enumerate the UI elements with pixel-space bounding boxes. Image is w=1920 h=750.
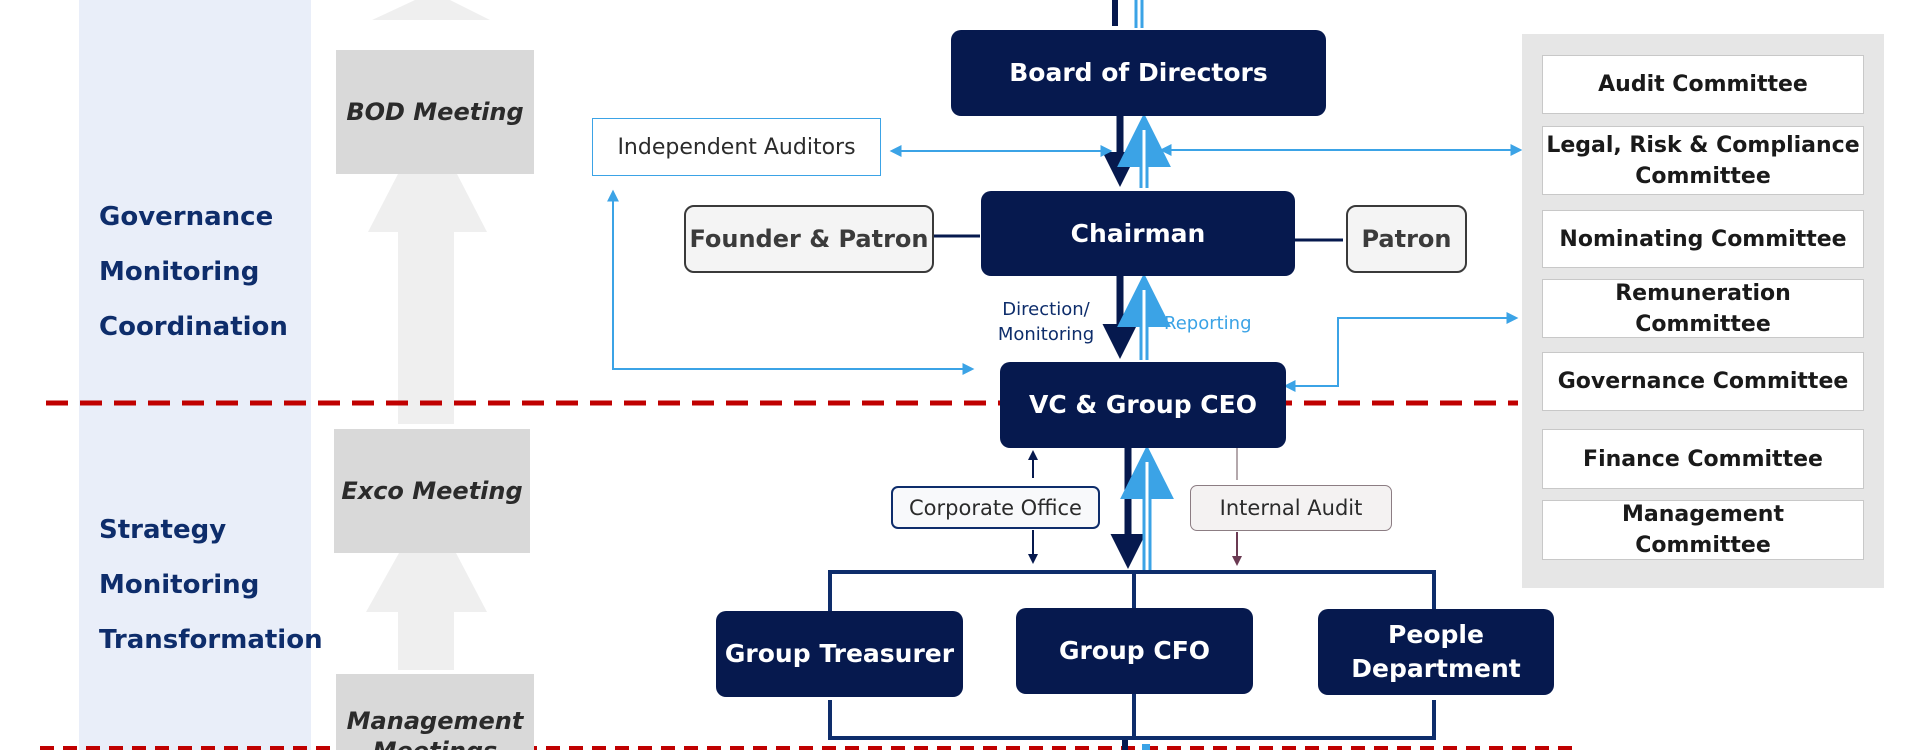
section-label-strategy: Strategy Monitoring Transformation xyxy=(99,515,323,655)
patron-node: Patron xyxy=(1346,205,1467,273)
founder-patron-node: Founder & Patron xyxy=(684,205,934,273)
board-of-directors-node: Board of Directors xyxy=(951,30,1326,116)
direction-monitoring-label: Direction/ Monitoring xyxy=(997,299,1095,345)
bod-meeting-box: BOD Meeting xyxy=(336,50,534,174)
people-department-node: People Department xyxy=(1318,609,1554,695)
reporting-label: Reporting xyxy=(1164,313,1252,334)
flow-arrow-exco xyxy=(366,553,487,670)
group-cfo-node: Group CFO xyxy=(1016,608,1253,694)
independent-auditors-node: Independent Auditors xyxy=(592,118,881,176)
flow-arrow-bod xyxy=(368,172,487,424)
committee-audit: Audit Committee xyxy=(1542,55,1864,114)
main-trunk xyxy=(1102,0,1174,750)
meeting-flow-arrows xyxy=(366,0,490,670)
corporate-office-node: Corporate Office xyxy=(891,486,1100,529)
group-treasurer-node: Group Treasurer xyxy=(716,611,963,697)
left-section-band xyxy=(79,0,311,750)
vc-group-ceo-node: VC & Group CEO xyxy=(1000,362,1286,448)
committee-remuneration: Remuneration Committee xyxy=(1542,279,1864,338)
committee-management: Management Committee xyxy=(1542,500,1864,560)
exco-meeting-box: Exco Meeting xyxy=(334,429,530,553)
committee-legal-risk-compliance: Legal, Risk & Compliance Committee xyxy=(1542,126,1864,195)
internal-audit-node: Internal Audit xyxy=(1190,485,1392,531)
committee-governance: Governance Committee xyxy=(1542,352,1864,411)
section-label-governance: Governance Monitoring Coordination xyxy=(99,202,288,342)
committee-finance: Finance Committee xyxy=(1542,429,1864,489)
committee-nominating: Nominating Committee xyxy=(1542,210,1864,268)
chairman-node: Chairman xyxy=(981,191,1295,276)
management-meetings-box: Management Meetings xyxy=(336,674,534,750)
